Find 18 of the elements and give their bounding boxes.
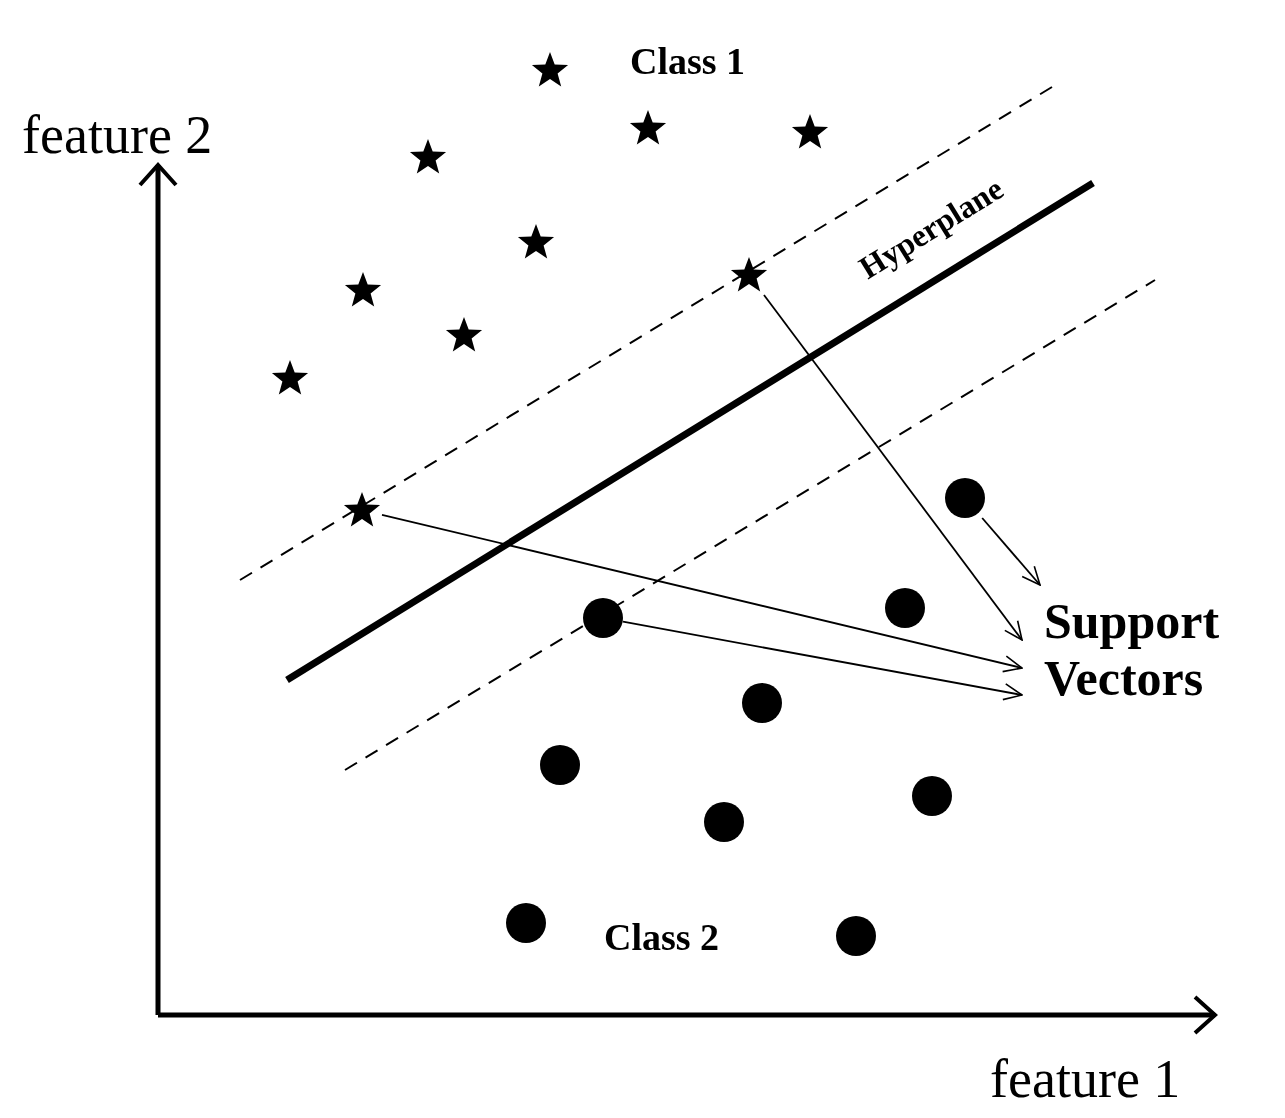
text-label: Class 2 [604,918,720,956]
text-label: Class 1 [630,42,746,80]
dot-marker [742,683,782,723]
dot-marker [583,598,623,638]
dot-marker [704,802,744,842]
dot-marker [836,916,876,956]
arrow [763,294,1023,641]
arrow [622,620,1023,701]
arrow [981,517,1041,586]
dot-marker [912,776,952,816]
dot-marker [885,588,925,628]
dot-marker [945,478,985,518]
text-label: feature 1 [990,1052,1181,1106]
text-label: feature 2 [22,108,213,162]
support-vectors-label: Support Vectors [1043,592,1221,708]
arrow [381,513,1023,673]
dot-marker [506,903,546,943]
dot-marker [540,745,580,785]
